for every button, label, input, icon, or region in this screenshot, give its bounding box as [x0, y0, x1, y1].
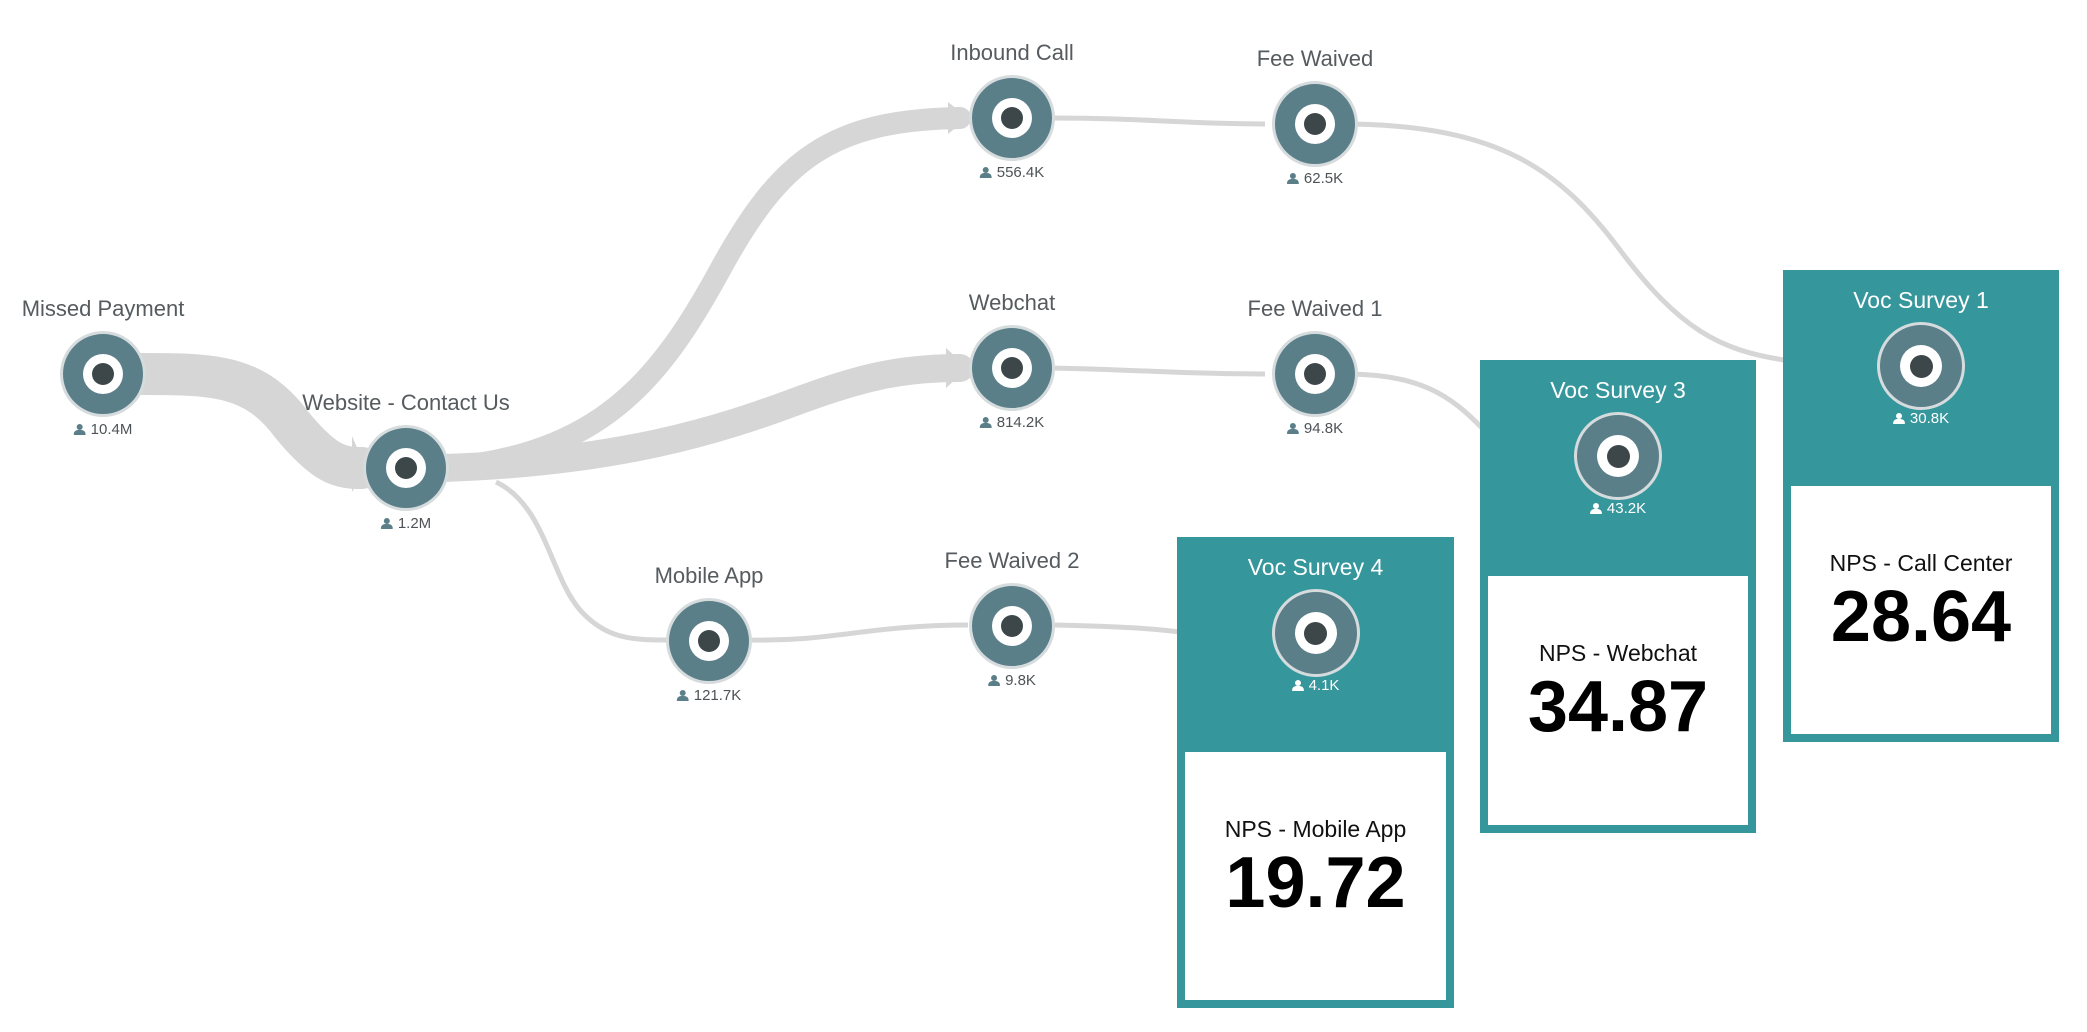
node-label-mobile-app: Mobile App	[654, 563, 764, 588]
node-count-fee-waived: 62.5K	[1286, 170, 1343, 187]
node-center-icon	[1606, 444, 1630, 468]
nps-metric-label: NPS - Call Center	[1829, 550, 2013, 576]
node-fee-waived-2[interactable]	[969, 583, 1055, 669]
node-center-icon	[1001, 357, 1023, 379]
link-feewaived-to-voc1[interactable]	[1349, 121, 1785, 363]
survey-node[interactable]	[1877, 322, 1965, 410]
link-website-to-webchat-arrow	[946, 348, 968, 388]
survey-card-voc4[interactable]: Voc Survey 4 4.1K NPS - Mobile App 19.72	[1177, 537, 1454, 1008]
people-icon	[380, 518, 394, 529]
node-center-icon	[92, 363, 114, 385]
nps-metric-label: NPS - Mobile App	[1224, 816, 1407, 842]
nps-metric-panel: NPS - Webchat 34.87	[1488, 576, 1748, 825]
node-center-icon	[1001, 107, 1023, 129]
people-icon	[988, 675, 1001, 686]
link-webchat-to-feewaived1[interactable]	[1049, 365, 1266, 377]
link-mobile-to-feewaived2[interactable]	[749, 622, 969, 643]
node-center-icon	[1304, 621, 1327, 645]
node-center-icon	[1001, 615, 1023, 637]
people-icon	[1892, 413, 1906, 424]
people-icon	[1291, 680, 1305, 691]
node-center-icon	[1909, 354, 1933, 378]
node-label-fee-waived: Fee Waived	[1256, 46, 1374, 71]
link-website-to-inbound-arrow	[948, 102, 968, 134]
node-count-inbound-call: 556.4K	[979, 164, 1044, 181]
survey-count: 43.2K	[1480, 500, 1756, 517]
people-icon	[73, 424, 87, 435]
link-website-to-webchat[interactable]	[430, 354, 974, 482]
node-count-fee-waived-1: 94.8K	[1286, 420, 1343, 437]
node-count-missed-payment: 10.4M	[73, 421, 132, 438]
people-icon	[979, 417, 993, 428]
link-feewaived2-to-voc4[interactable]	[1051, 622, 1181, 635]
survey-title: Voc Survey 4	[1247, 554, 1384, 580]
node-center-icon	[395, 457, 417, 479]
node-label-missed-payment: Missed Payment	[21, 296, 185, 321]
nps-metric-value: 19.72	[1225, 843, 1406, 923]
people-icon	[1286, 423, 1300, 434]
node-center-icon	[698, 630, 720, 652]
link-inbound-to-feewaived[interactable]	[1049, 115, 1266, 127]
link-missed-to-website-arrow	[352, 436, 366, 492]
node-count-website-contact-us: 1.2M	[380, 515, 431, 532]
nps-metric-panel: NPS - Mobile App 19.72	[1185, 752, 1446, 1000]
node-webchat[interactable]	[969, 325, 1055, 411]
people-icon	[676, 690, 690, 701]
people-icon	[979, 167, 993, 178]
survey-node[interactable]	[1271, 589, 1360, 677]
node-center-icon	[1304, 113, 1326, 135]
node-count-mobile-app: 121.7K	[676, 687, 741, 704]
node-count-fee-waived-2: 9.8K	[988, 672, 1036, 689]
link-website-to-mobile[interactable]	[494, 479, 667, 643]
node-label-website-contact-us: Website - Contact Us	[302, 390, 510, 415]
node-mobile-app[interactable]	[666, 598, 752, 684]
survey-count: 4.1K	[1177, 677, 1454, 694]
link-missed-to-website[interactable]	[121, 353, 383, 489]
node-inbound-call[interactable]	[969, 75, 1055, 161]
nps-metric-value: 28.64	[1830, 577, 2012, 657]
people-icon	[1286, 173, 1300, 184]
survey-count: 30.8K	[1783, 410, 2059, 427]
node-center-icon	[1304, 363, 1326, 385]
survey-card-voc1[interactable]: Voc Survey 1 30.8K NPS - Call Center 28.…	[1783, 270, 2059, 742]
node-missed-payment[interactable]	[60, 331, 146, 417]
survey-node[interactable]	[1574, 412, 1662, 500]
node-label-webchat: Webchat	[968, 290, 1056, 315]
nps-metric-label: NPS - Webchat	[1538, 640, 1698, 666]
nps-metric-panel: NPS - Call Center 28.64	[1791, 486, 2051, 734]
survey-card-voc3[interactable]: Voc Survey 3 43.2K NPS - Webchat 34.87	[1480, 360, 1756, 833]
survey-title: Voc Survey 1	[1853, 287, 1989, 313]
link-website-to-inbound[interactable]	[433, 107, 971, 479]
people-icon	[1589, 503, 1603, 514]
survey-title: Voc Survey 3	[1550, 377, 1686, 403]
nps-metric-value: 34.87	[1527, 667, 1709, 747]
node-website-contact-us[interactable]	[363, 425, 449, 511]
link-feewaived1-to-voc3[interactable]	[1349, 371, 1484, 430]
node-fee-waived[interactable]	[1272, 81, 1358, 167]
node-fee-waived-1[interactable]	[1272, 331, 1358, 417]
node-label-fee-waived-2: Fee Waived 2	[944, 548, 1080, 573]
node-label-inbound-call: Inbound Call	[950, 40, 1074, 65]
node-label-fee-waived-1: Fee Waived 1	[1247, 296, 1383, 321]
node-count-webchat: 814.2K	[979, 414, 1044, 431]
